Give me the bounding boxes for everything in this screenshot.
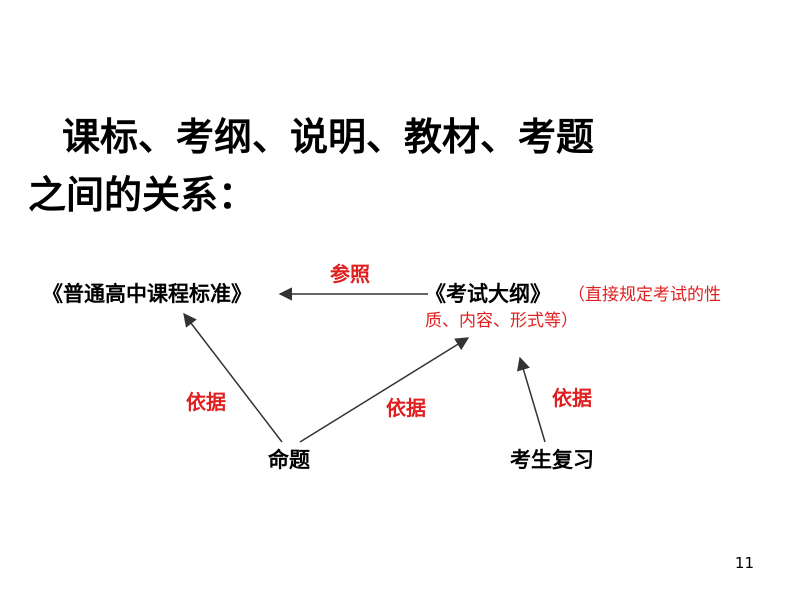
- label-basis-left: 依据: [186, 390, 226, 414]
- label-basis-right: 依据: [552, 386, 592, 410]
- arrow-review-to-outline: [516, 356, 546, 443]
- slide-title-line-2: 之间的关系：: [28, 173, 257, 217]
- node-candidate-review: 考生复习: [510, 448, 594, 472]
- node-curriculum-standard: 《普通高中课程标准》: [42, 282, 252, 306]
- slide-title-line-1: 课标、考纲、说明、教材、考题: [62, 115, 595, 159]
- label-basis-middle: 依据: [386, 396, 426, 420]
- page-number: 11: [734, 554, 754, 572]
- label-reference: 参照: [330, 262, 370, 286]
- node-proposition: 命题: [268, 448, 310, 472]
- arrow-proposition-to-outline: [299, 337, 470, 443]
- slide-title: 课标、考纲、说明、教材、考题 之间的关系：: [28, 108, 594, 224]
- node-exam-outline: 《考试大纲》: [425, 282, 551, 306]
- note-line-2: 质、内容、形式等）: [425, 311, 578, 331]
- node-exam-outline-note: （直接规定考试的性 质、内容、形式等）: [425, 282, 721, 334]
- arrow-proposition-to-standard: [183, 312, 283, 443]
- note-line-1: （直接规定考试的性: [568, 285, 721, 305]
